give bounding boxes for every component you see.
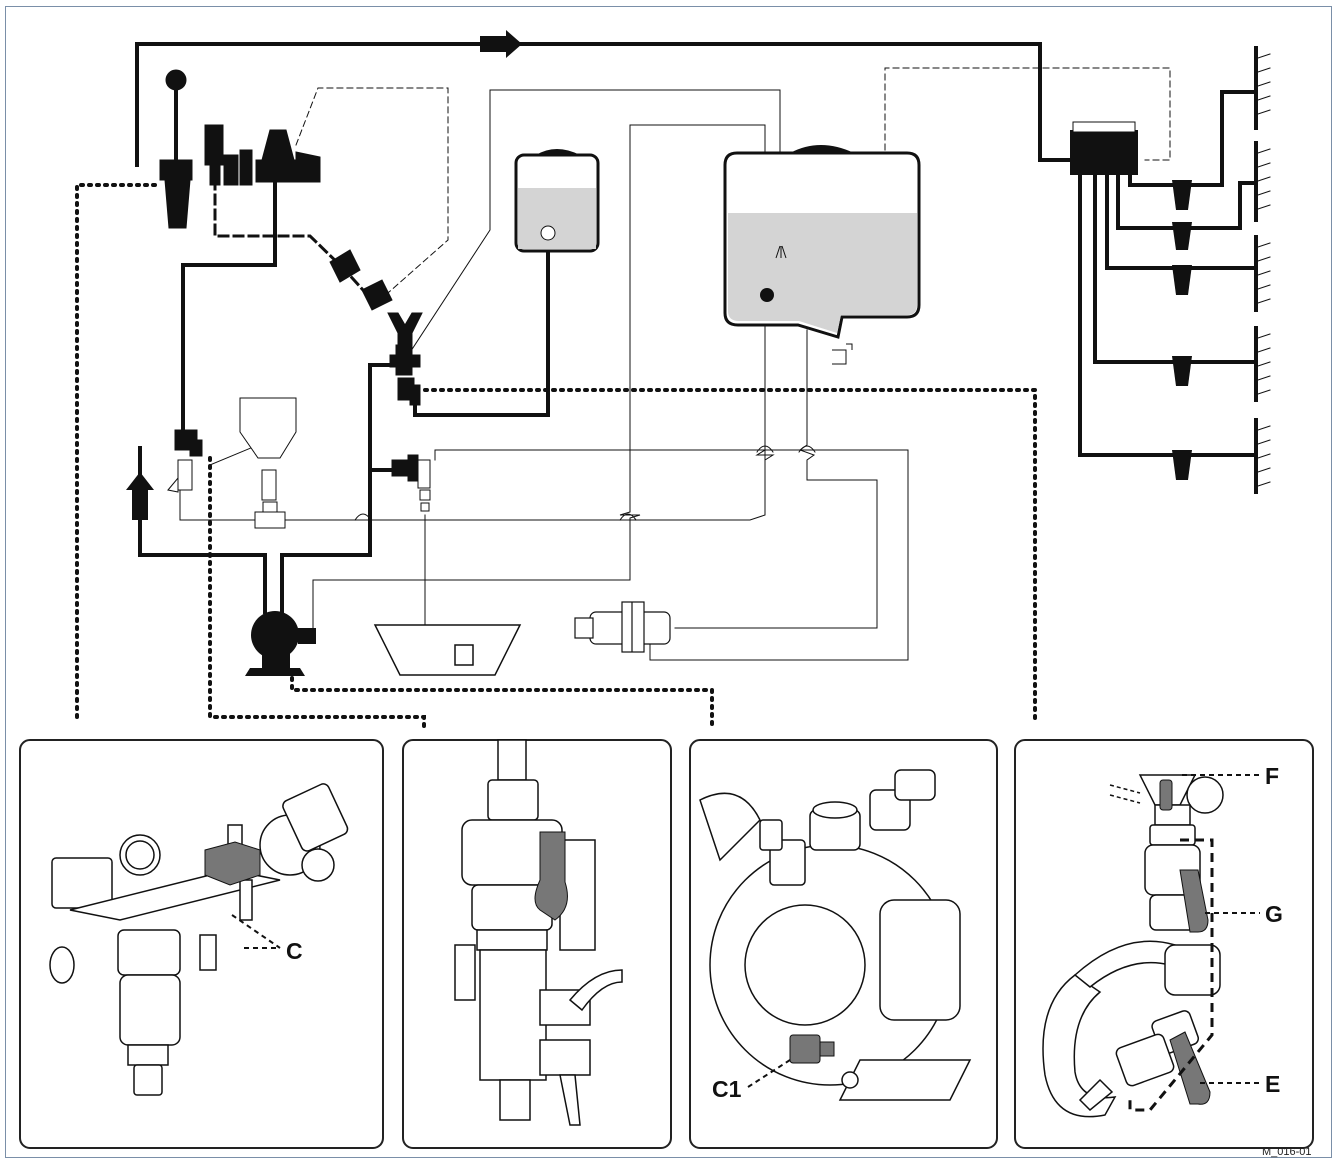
rinse-basin xyxy=(375,625,520,675)
pump xyxy=(245,611,316,676)
y-fitting xyxy=(330,250,422,405)
label-g: G xyxy=(1265,903,1283,926)
boom-manifold xyxy=(1070,122,1138,175)
reference-code: M_016-01 xyxy=(1262,1146,1312,1158)
label-e: E xyxy=(1265,1073,1280,1096)
boom-valves xyxy=(1172,180,1192,480)
clean-water-tank xyxy=(516,149,598,251)
label-c1: C1 xyxy=(712,1078,741,1101)
panel2-handle xyxy=(535,832,567,920)
flow-arrow-left xyxy=(126,472,154,520)
pressure-gauge xyxy=(166,70,186,160)
control-unit xyxy=(160,125,320,228)
boom-nozzles xyxy=(1258,54,1270,486)
flow-meter xyxy=(575,602,670,652)
label-f: F xyxy=(1265,765,1279,788)
thick-dashed-line xyxy=(215,180,372,300)
label-c: C xyxy=(286,940,303,963)
main-tank xyxy=(725,145,919,364)
flow-arrow-top xyxy=(480,30,522,58)
outline-valves xyxy=(168,398,430,528)
